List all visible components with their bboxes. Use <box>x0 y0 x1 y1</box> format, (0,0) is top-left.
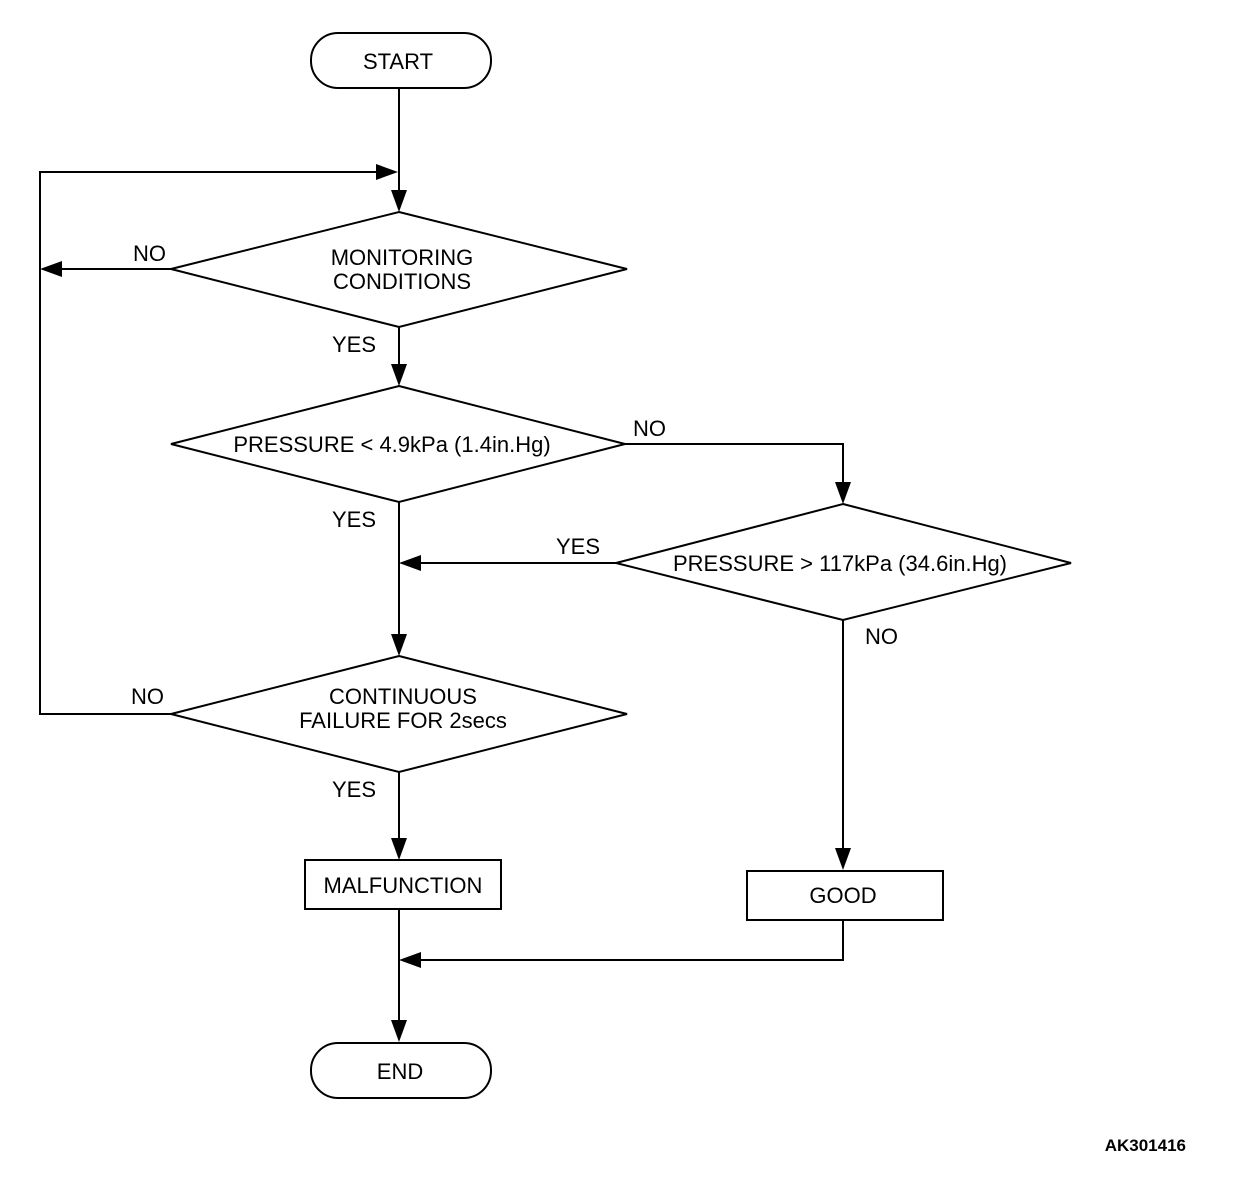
arrowhead-into-pressure-low <box>391 364 407 386</box>
start-label: START <box>363 49 433 74</box>
monitoring-conditions-decision: MONITORING CONDITIONS <box>170 210 628 329</box>
edge-label-pressure-high-no: NO <box>865 624 898 649</box>
arrowhead-good-join <box>399 952 421 968</box>
pressure-high-decision: PRESSURE > 117kPa (34.6in.Hg) <box>615 502 1072 622</box>
edge-label-monitoring-no: NO <box>133 241 166 266</box>
arrowhead-into-malfunction <box>391 838 407 860</box>
arrowhead-into-monitoring <box>391 190 407 212</box>
end-terminal: END <box>310 1042 492 1099</box>
monitoring-label-line1: MONITORING <box>331 245 474 270</box>
good-label: GOOD <box>809 883 876 908</box>
edge-loopback <box>39 171 386 715</box>
continuous-label-line1: CONTINUOUS <box>329 684 477 709</box>
edge-label-monitoring-yes: YES <box>332 332 376 357</box>
pressure-high-label: PRESSURE > 117kPa (34.6in.Hg) <box>673 551 1007 576</box>
edge-label-pressure-low-no: NO <box>633 416 666 441</box>
good-process: GOOD <box>746 870 944 921</box>
start-terminal: START <box>310 32 492 89</box>
edge-label-continuous-yes: YES <box>332 777 376 802</box>
arrowhead-into-good <box>835 848 851 870</box>
continuous-label-line2: FAILURE FOR 2secs <box>299 708 507 733</box>
arrowhead-into-pressure-high <box>835 482 851 504</box>
continuous-failure-decision: CONTINUOUS FAILURE FOR 2secs <box>170 654 628 774</box>
arrowhead-loopback <box>376 164 398 180</box>
edge-label-continuous-no: NO <box>131 684 164 709</box>
pressure-low-decision: PRESSURE < 4.9kPa (1.4in.Hg) <box>170 384 626 504</box>
edge-pressure-low-no <box>625 443 844 492</box>
arrowhead-monitoring-no <box>40 261 62 277</box>
arrowhead-pressure-high-yes <box>399 555 421 571</box>
malfunction-label: MALFUNCTION <box>324 873 483 898</box>
arrowhead-into-end <box>391 1020 407 1042</box>
end-label: END <box>377 1059 423 1084</box>
monitoring-label-line2: CONDITIONS <box>333 269 471 294</box>
edge-good-to-end <box>412 921 844 961</box>
edge-label-pressure-high-yes: YES <box>556 534 600 559</box>
edge-label-pressure-low-yes: YES <box>332 507 376 532</box>
arrowhead-into-continuous <box>391 634 407 656</box>
pressure-low-label: PRESSURE < 4.9kPa (1.4in.Hg) <box>233 432 550 457</box>
malfunction-process: MALFUNCTION <box>304 859 502 910</box>
figure-id: AK301416 <box>1105 1136 1186 1155</box>
